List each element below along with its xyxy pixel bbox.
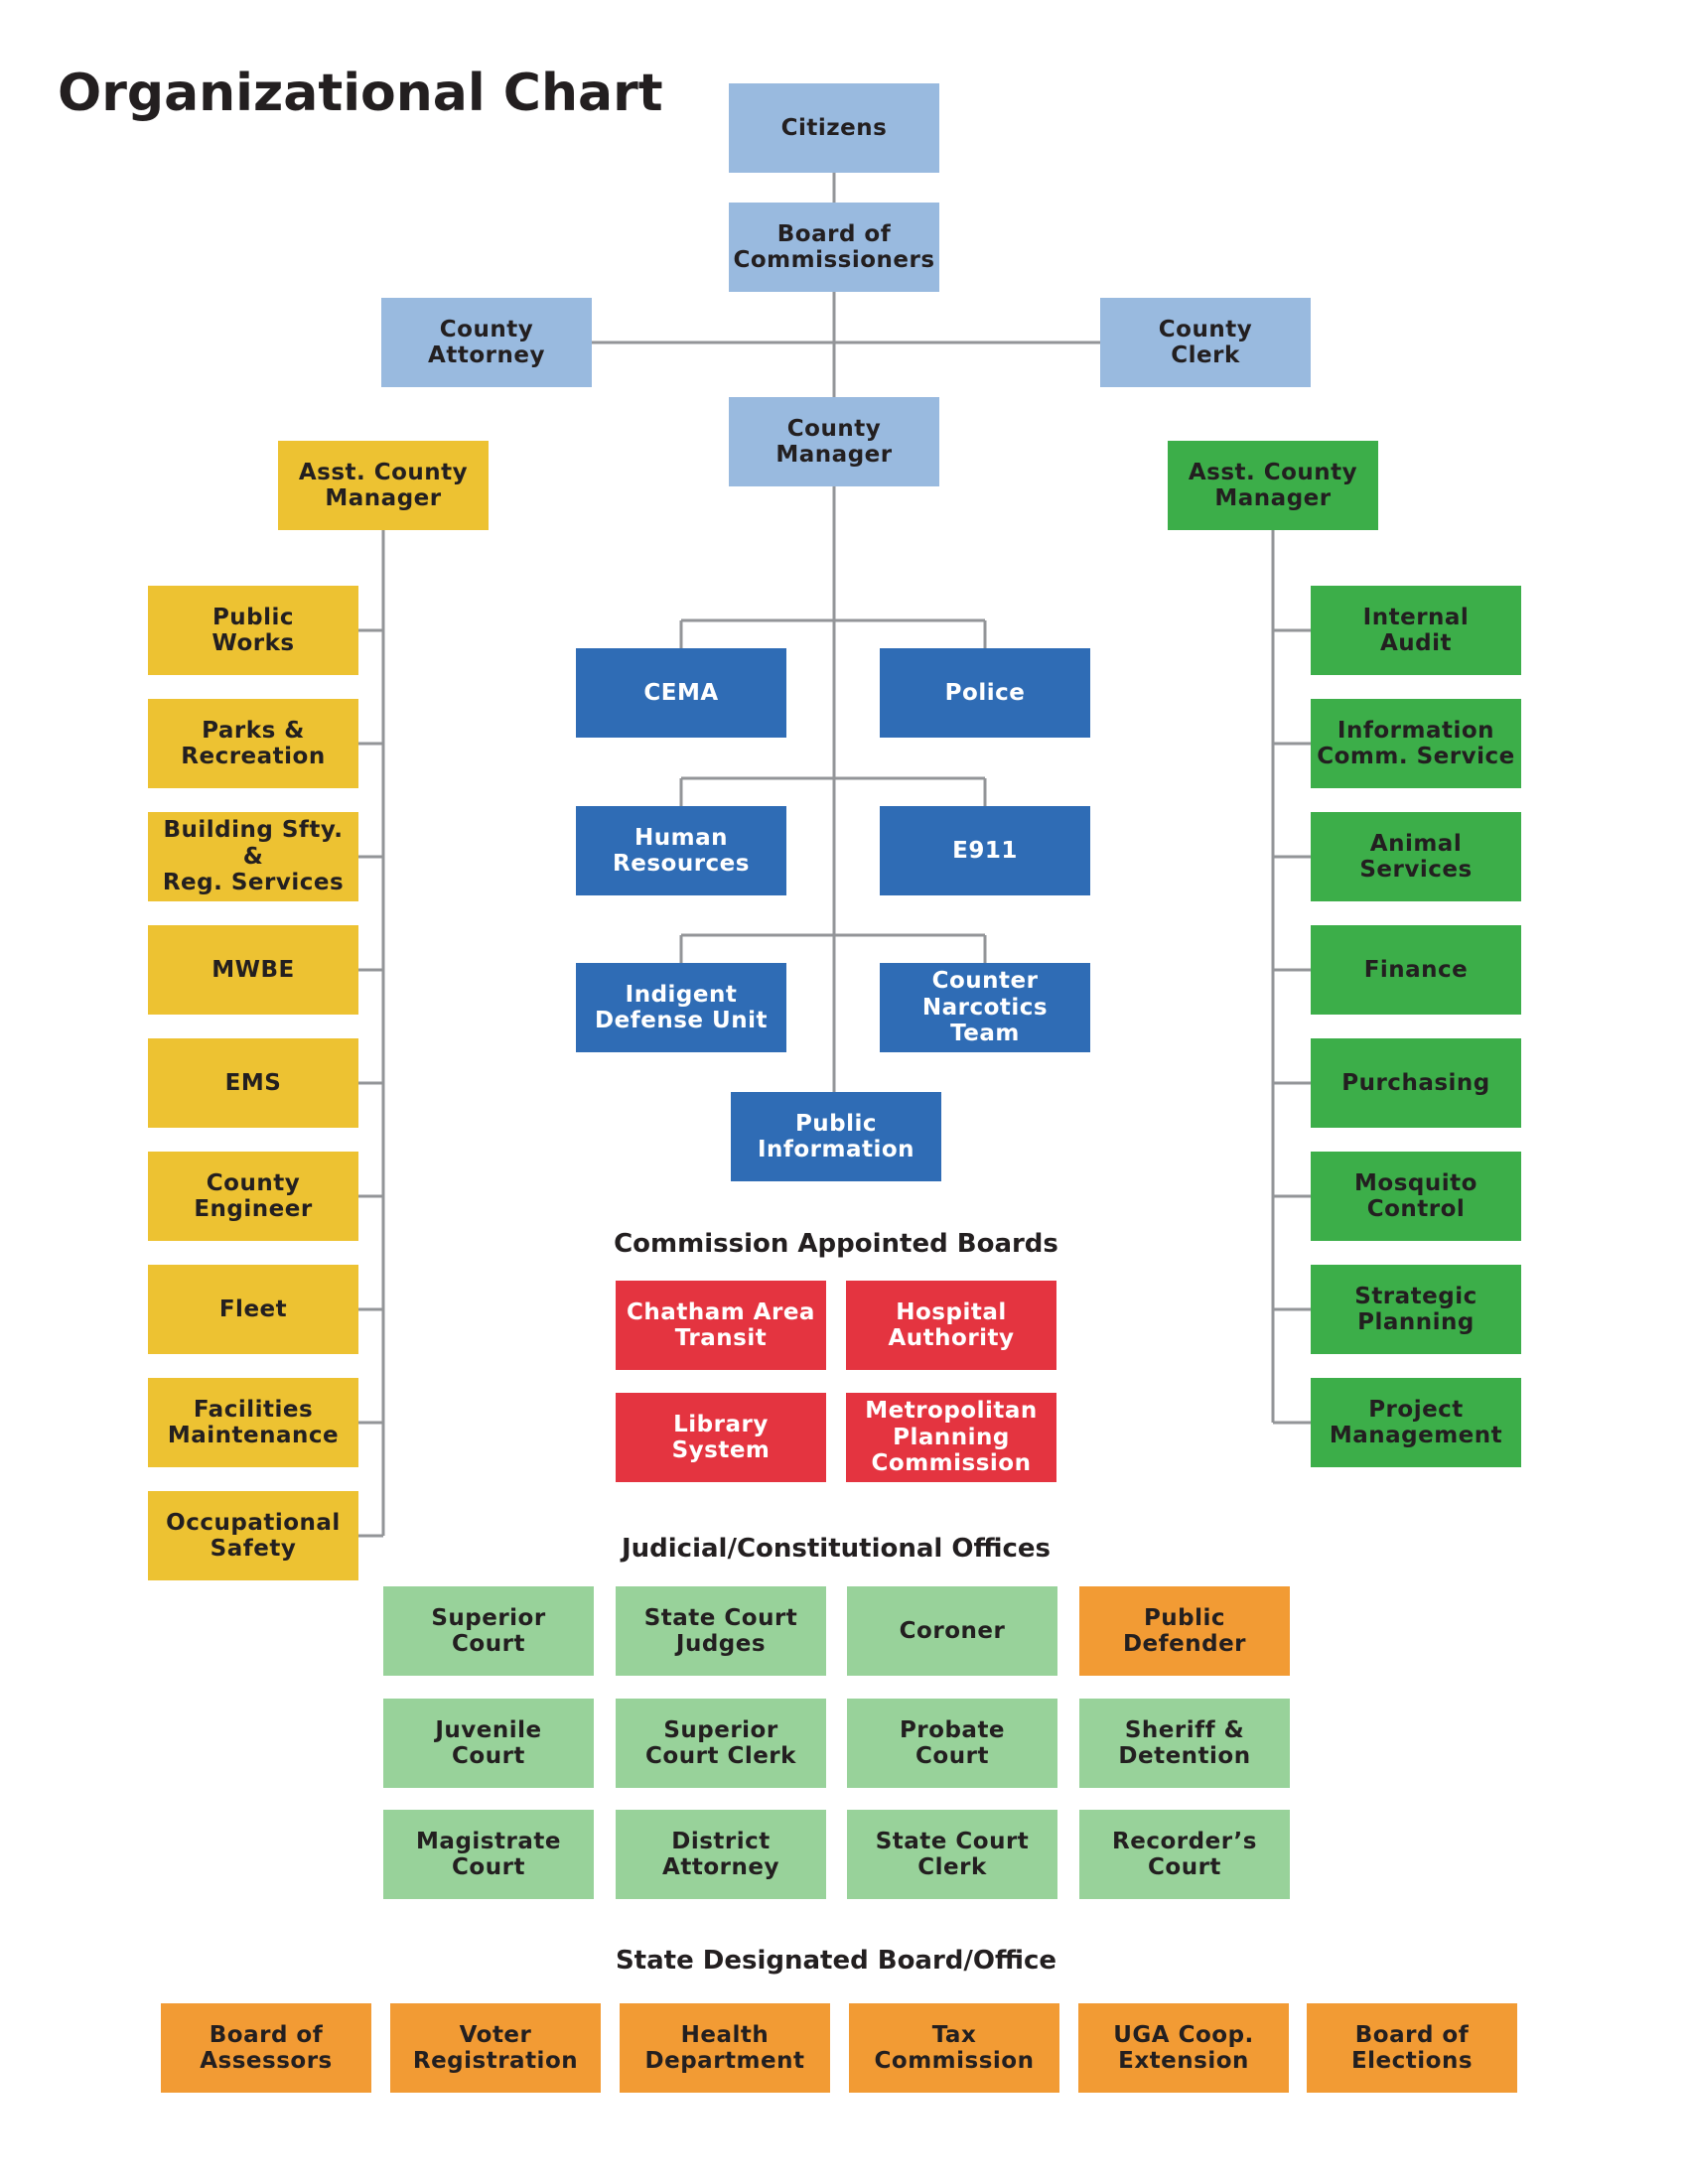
state-uga-coop-extension: UGA Coop. Extension bbox=[1078, 2003, 1289, 2093]
judicial-district-attorney: District Attorney bbox=[616, 1810, 826, 1899]
county-manager-box: County Manager bbox=[729, 397, 939, 486]
left-dept-facilities-maintenance: Facilities Maintenance bbox=[148, 1378, 358, 1467]
judicial-sheriff-detention: Sheriff & Detention bbox=[1079, 1699, 1290, 1788]
judicial-state-court-clerk: State Court Clerk bbox=[847, 1810, 1057, 1899]
board-of-commissioners-box: Board of Commissioners bbox=[729, 203, 939, 292]
judicial-probate-court: Probate Court bbox=[847, 1699, 1057, 1788]
right-dept-strategic-planning: Strategic Planning bbox=[1311, 1265, 1521, 1354]
asst-county-manager-left-box: Asst. County Manager bbox=[278, 441, 489, 530]
right-dept-internal-audit: Internal Audit bbox=[1311, 586, 1521, 675]
left-dept-mwbe: MWBE bbox=[148, 925, 358, 1015]
right-dept-project-management: Project Management bbox=[1311, 1378, 1521, 1467]
state-voter-registration: Voter Registration bbox=[390, 2003, 601, 2093]
judicial-public-defender: Public Defender bbox=[1079, 1586, 1290, 1676]
state-designated-heading: State Designated Board/Office bbox=[615, 1946, 1057, 1976]
county-attorney-box: County Attorney bbox=[381, 298, 592, 387]
center-unit-cema: CEMA bbox=[576, 648, 786, 738]
commission-boards-heading: Commission Appointed Boards bbox=[614, 1229, 1058, 1259]
right-dept-purchasing: Purchasing bbox=[1311, 1038, 1521, 1128]
left-dept-ems: EMS bbox=[148, 1038, 358, 1128]
state-board-of-elections: Board of Elections bbox=[1307, 2003, 1517, 2093]
state-board-of-assessors: Board of Assessors bbox=[161, 2003, 371, 2093]
citizens-box: Citizens bbox=[729, 83, 939, 173]
center-unit-public-information: Public Information bbox=[731, 1092, 941, 1181]
board-hospital-authority: Hospital Authority bbox=[846, 1281, 1056, 1370]
board-library-system: Library System bbox=[616, 1393, 826, 1482]
judicial-juvenile-court: Juvenile Court bbox=[383, 1699, 594, 1788]
state-health-department: Health Department bbox=[620, 2003, 830, 2093]
left-dept-building-safety: Building Sfty. & Reg. Services bbox=[148, 812, 358, 901]
judicial-superior-court-clerk: Superior Court Clerk bbox=[616, 1699, 826, 1788]
center-unit-e911: E911 bbox=[880, 806, 1090, 895]
left-dept-public-works: Public Works bbox=[148, 586, 358, 675]
board-chatham-area-transit: Chatham Area Transit bbox=[616, 1281, 826, 1370]
center-unit-counter-narcotics: Counter Narcotics Team bbox=[880, 963, 1090, 1052]
right-dept-information-comm: Information Comm. Service bbox=[1311, 699, 1521, 788]
judicial-heading: Judicial/Constitutional Offices bbox=[621, 1534, 1052, 1564]
board-metropolitan-planning: Metropolitan Planning Commission bbox=[846, 1393, 1056, 1482]
left-dept-fleet: Fleet bbox=[148, 1265, 358, 1354]
right-dept-mosquito-control: Mosquito Control bbox=[1311, 1152, 1521, 1241]
right-dept-animal-services: Animal Services bbox=[1311, 812, 1521, 901]
judicial-coroner: Coroner bbox=[847, 1586, 1057, 1676]
center-unit-human-resources: Human Resources bbox=[576, 806, 786, 895]
center-unit-indigent-defense: Indigent Defense Unit bbox=[576, 963, 786, 1052]
judicial-state-court-judges: State Court Judges bbox=[616, 1586, 826, 1676]
page-title: Organizational Chart bbox=[58, 64, 663, 123]
asst-county-manager-right-box: Asst. County Manager bbox=[1168, 441, 1378, 530]
left-dept-parks-recreation: Parks & Recreation bbox=[148, 699, 358, 788]
judicial-magistrate-court: Magistrate Court bbox=[383, 1810, 594, 1899]
judicial-recorders-court: Recorder’s Court bbox=[1079, 1810, 1290, 1899]
left-dept-occupational-safety: Occupational Safety bbox=[148, 1491, 358, 1580]
judicial-superior-court: Superior Court bbox=[383, 1586, 594, 1676]
county-clerk-box: County Clerk bbox=[1100, 298, 1311, 387]
center-unit-police: Police bbox=[880, 648, 1090, 738]
state-tax-commission: Tax Commission bbox=[849, 2003, 1059, 2093]
left-dept-county-engineer: County Engineer bbox=[148, 1152, 358, 1241]
right-dept-finance: Finance bbox=[1311, 925, 1521, 1015]
